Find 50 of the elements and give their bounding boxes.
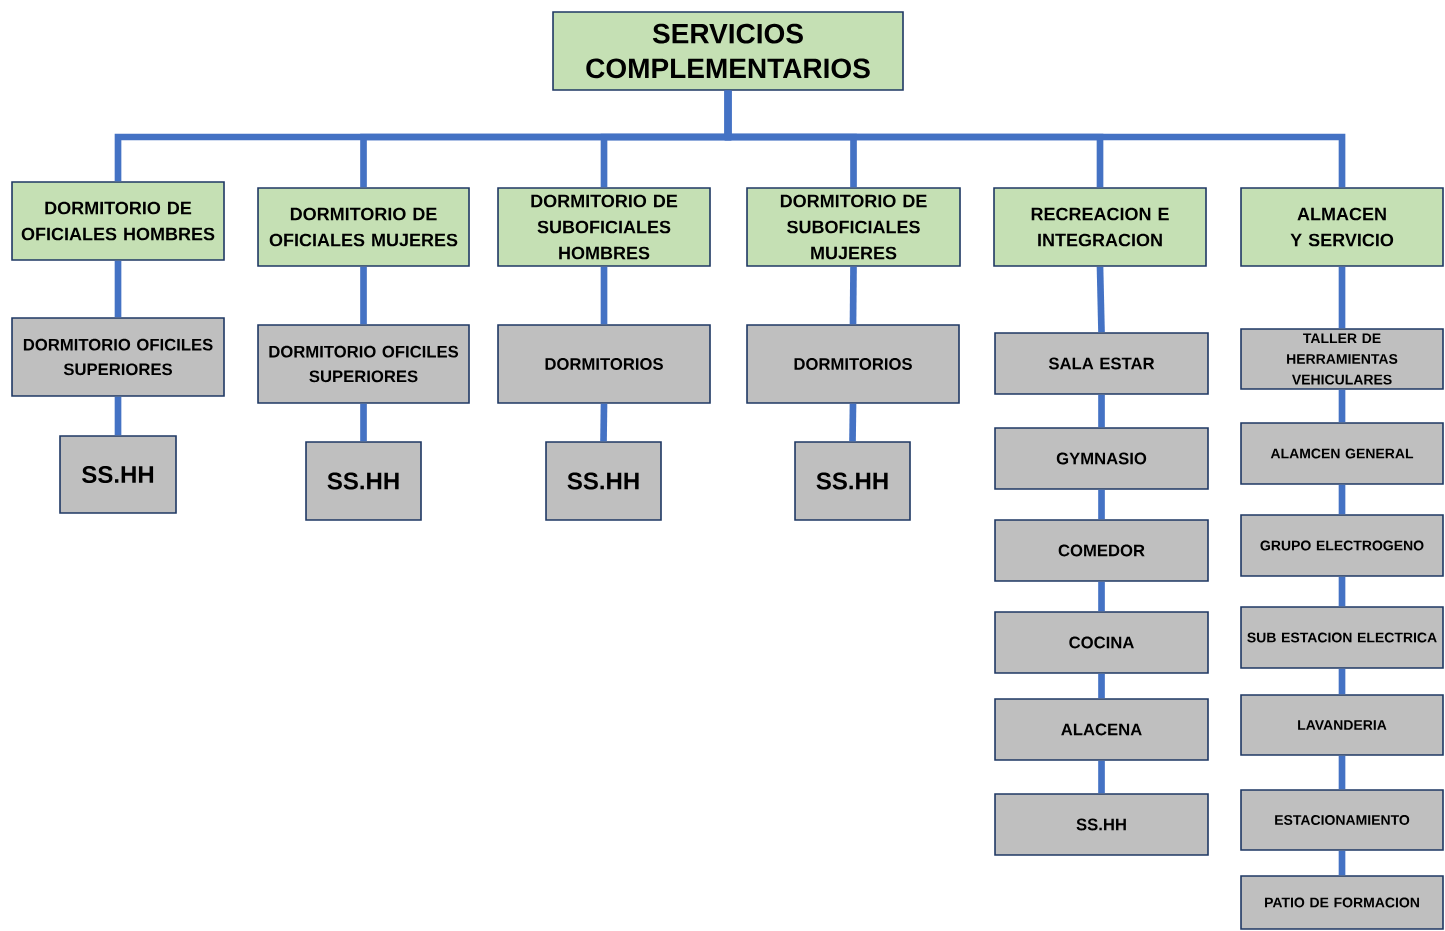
- connector-line: [1338, 755, 1346, 790]
- area-box: COCINA: [994, 611, 1209, 674]
- category-box: ALMACEN Y SERVICIO: [1240, 187, 1444, 267]
- connector-line: [360, 403, 367, 442]
- area-box: SS.HH: [994, 793, 1209, 856]
- area-box: TALLER DE HERRAMIENTAS VEHICULARES: [1240, 328, 1444, 390]
- area-box: PATIO DE FORMACION: [1240, 875, 1444, 930]
- area-box: DORMITORIOS: [497, 324, 711, 404]
- connector-line: [1098, 394, 1105, 428]
- area-box: SALA ESTAR: [994, 332, 1209, 395]
- connector-line: [849, 266, 857, 325]
- connector-line: [1096, 266, 1105, 333]
- connector-line: [1338, 850, 1346, 876]
- connector-line: [1338, 668, 1346, 695]
- connector-line: [1098, 489, 1105, 520]
- connector-line: [1338, 576, 1346, 607]
- area-box: SS.HH: [305, 441, 422, 521]
- area-box: GRUPO ELECTROGENO: [1240, 514, 1444, 577]
- connector-line: [114, 260, 122, 318]
- connector-line: [1098, 581, 1105, 612]
- area-box: DORMITORIOS: [746, 324, 960, 404]
- area-box: SS.HH: [59, 435, 177, 514]
- area-box: GYMNASIO: [994, 427, 1209, 490]
- connector-line: [1098, 760, 1105, 794]
- connector-line: [724, 90, 1346, 188]
- category-box: DORMITORIO DE SUBOFICIALES HOMBRES: [497, 187, 711, 267]
- area-box: SUB ESTACION ELECTRICA: [1240, 606, 1444, 669]
- connector-line: [1338, 484, 1346, 515]
- connector-line: [114, 396, 122, 436]
- area-box: COMEDOR: [994, 519, 1209, 582]
- connector-line: [849, 403, 857, 442]
- area-box: DORMITORIO OFICILES SUPERIORES: [257, 324, 470, 404]
- category-box: DORMITORIO DE OFICIALES MUJERES: [257, 187, 470, 267]
- area-box: SS.HH: [794, 441, 911, 521]
- area-box: SS.HH: [545, 441, 662, 521]
- connector-line: [1338, 266, 1346, 329]
- connector-line: [1338, 389, 1346, 423]
- connector-line: [360, 266, 367, 325]
- connector-line: [600, 266, 608, 325]
- area-box: LAVANDERIA: [1240, 694, 1444, 756]
- category-box: RECREACION E INTEGRACION: [993, 187, 1207, 267]
- connector-line: [600, 403, 608, 442]
- area-box: ESTACIONAMIENTO: [1240, 789, 1444, 851]
- category-box: DORMITORIO DE OFICIALES HOMBRES: [11, 181, 225, 261]
- area-box: ALAMCEN GENERAL: [1240, 422, 1444, 485]
- area-box: ALACENA: [994, 698, 1209, 761]
- connector-line: [1098, 673, 1105, 699]
- root-box: SERVICIOS COMPLEMENTARIOS: [552, 11, 904, 91]
- area-box: DORMITORIO OFICILES SUPERIORES: [11, 317, 225, 397]
- category-box: DORMITORIO DE SUBOFICIALES MUJERES: [746, 187, 961, 267]
